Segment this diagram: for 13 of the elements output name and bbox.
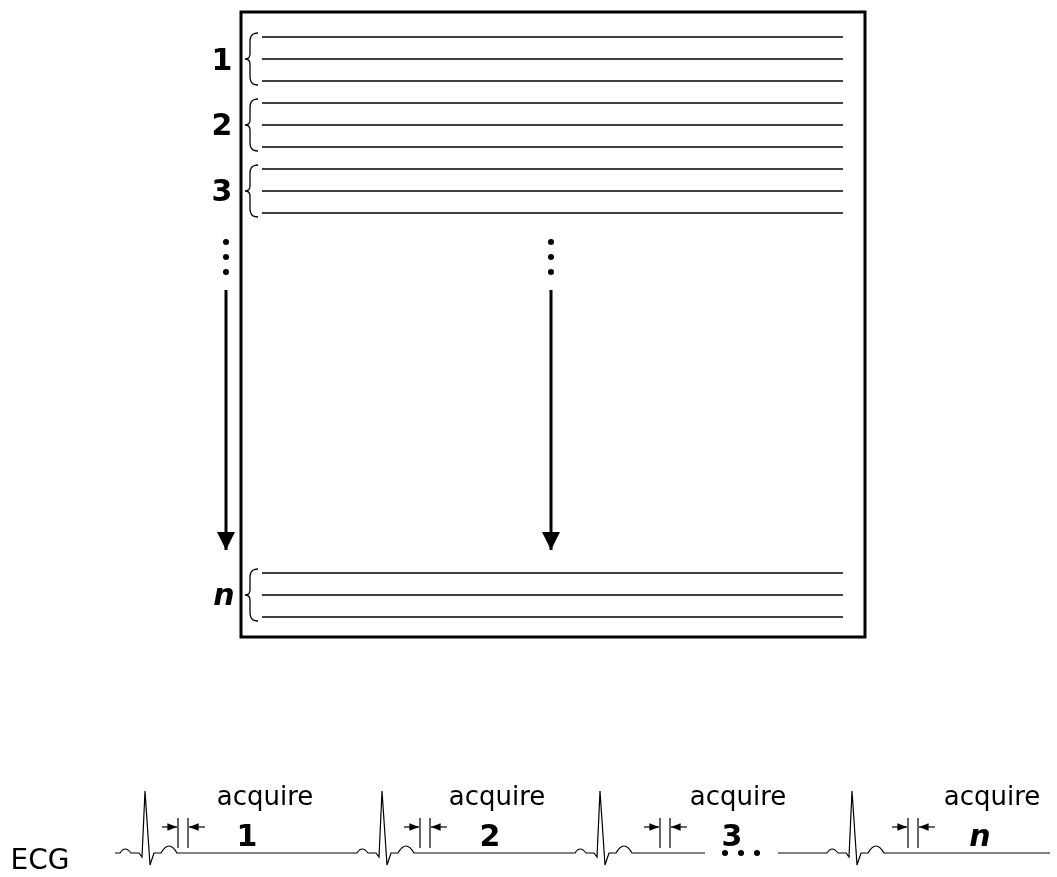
- row-group-number: 2: [211, 110, 233, 140]
- acquisition-number: n: [969, 821, 991, 851]
- acquisition-number: 3: [721, 821, 743, 851]
- acquisition-number: 1: [236, 821, 258, 851]
- acquire-label: acquire: [448, 783, 546, 809]
- acquisition-number: 2: [479, 821, 501, 851]
- row-group-number: 1: [211, 45, 233, 75]
- acquire-label: acquire: [943, 783, 1041, 809]
- ecg-label: ECG: [10, 846, 70, 874]
- acquire-label: acquire: [689, 783, 787, 809]
- row-group-number: 3: [211, 176, 233, 206]
- row-group-number: n: [213, 580, 235, 610]
- acquire-label: acquire: [216, 783, 314, 809]
